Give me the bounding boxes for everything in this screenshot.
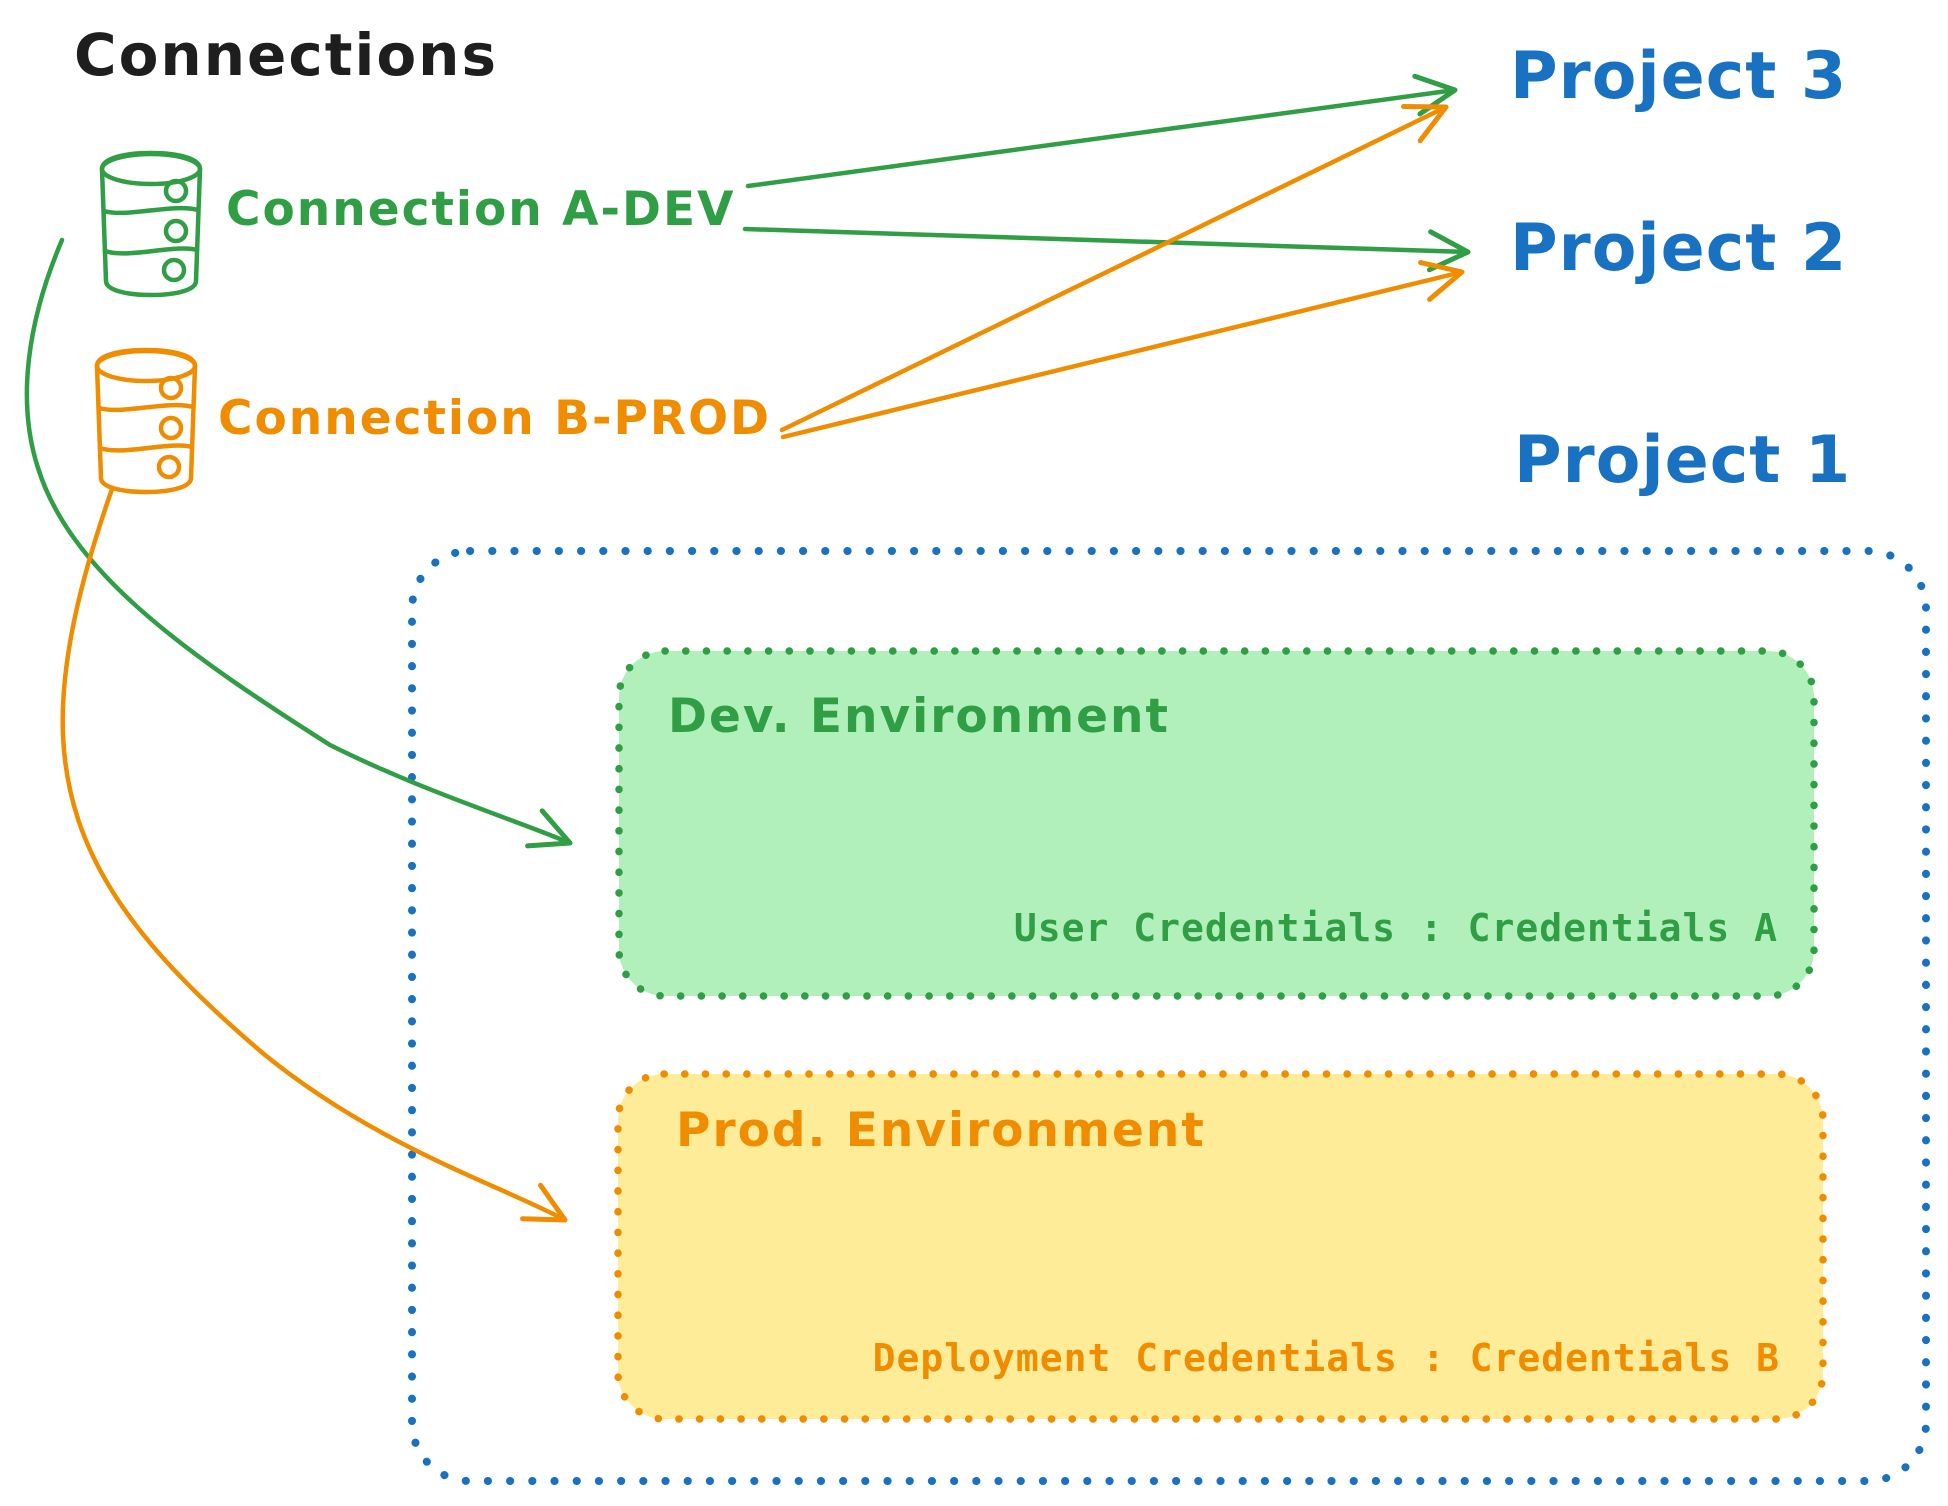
- arrow-a-dev-to-project-2: [742, 226, 1471, 273]
- prod-environment-title: Prod. Environment: [676, 1103, 1206, 1158]
- diagram-title: Connections: [74, 21, 498, 89]
- arrow-b-prod-to-project-2: [780, 260, 1465, 440]
- arrow-b-prod-to-prod-environment: [60, 486, 568, 1223]
- arrow-a-dev-to-dev-environment: [24, 237, 573, 849]
- database-icon-b-prod: [94, 347, 198, 495]
- connection-a-dev-label: Connection A-DEV: [226, 182, 736, 237]
- prod-environment-credentials: Deployment Credentials : Credentials B: [872, 1336, 1780, 1380]
- arrow-a-dev-to-project-3: [745, 73, 1458, 189]
- dev-environment-title: Dev. Environment: [668, 689, 1170, 744]
- project-2-label: Project 2: [1510, 211, 1848, 286]
- dev-environment-box: [615, 647, 1818, 1000]
- database-icon-a-dev: [99, 150, 203, 298]
- connection-b-prod-label: Connection B-PROD: [218, 391, 772, 446]
- arrow-b-prod-to-project-3: [779, 104, 1449, 433]
- project-3-label: Project 3: [1510, 39, 1848, 114]
- project-1-label: Project 1: [1514, 423, 1852, 498]
- prod-environment-box: [614, 1070, 1827, 1423]
- dev-environment-credentials: User Credentials : Credentials A: [1013, 906, 1778, 950]
